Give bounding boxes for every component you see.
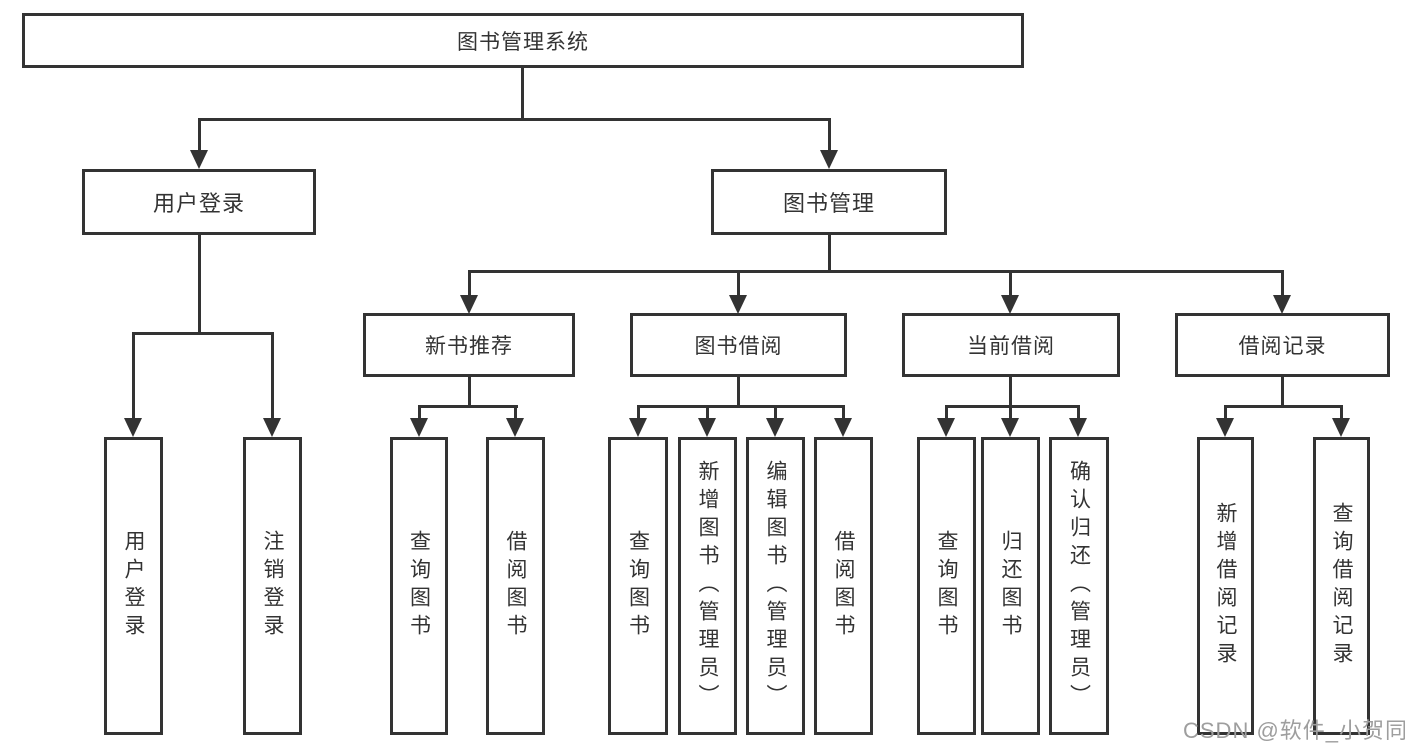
leaf-query-books-current: 查询图书: [917, 437, 976, 735]
node-user-login: 用户登录: [82, 169, 316, 235]
leaf-label: 确认归还（管理员）: [1067, 460, 1091, 712]
node-book-management: 图书管理: [711, 169, 947, 235]
arrow-down-icon: [190, 150, 208, 169]
arrow-down-icon: [1332, 418, 1350, 437]
watermark: CSDN @软件_小贺同学: [1183, 718, 1405, 743]
connector-line: [1009, 405, 1012, 420]
connector-line: [828, 235, 831, 273]
node-book-borrowing: 图书借阅: [630, 313, 847, 377]
arrow-down-icon: [1216, 418, 1234, 437]
connector-line: [521, 68, 524, 121]
arrow-down-icon: [729, 295, 747, 314]
leaf-user-login: 用户登录: [104, 437, 163, 735]
connector-line: [418, 405, 421, 420]
leaf-add-borrow-record: 新增借阅记录: [1197, 437, 1254, 735]
connector-line: [198, 118, 201, 152]
connector-line: [706, 405, 709, 420]
leaf-label: 查询图书: [626, 530, 650, 642]
connector-line: [637, 405, 845, 408]
leaf-return-book: 归还图书: [981, 437, 1040, 735]
leaf-label: 借阅图书: [504, 530, 527, 642]
connector-line: [468, 377, 471, 408]
leaf-query-borrow-record: 查询借阅记录: [1313, 437, 1370, 735]
node-label: 用户登录: [152, 191, 245, 216]
node-root-library-management-system: 图书管理系统: [22, 13, 1024, 68]
leaf-logout: 注销登录: [243, 437, 302, 735]
leaf-label: 查询图书: [935, 530, 958, 642]
arrow-down-icon: [1069, 418, 1087, 437]
connector-line: [1009, 377, 1012, 408]
leaf-add-book-admin: 新增图书（管理员）: [678, 437, 737, 735]
arrow-down-icon: [766, 418, 784, 437]
arrow-down-icon: [410, 418, 428, 437]
connector-line: [514, 405, 517, 420]
arrow-down-icon: [834, 418, 852, 437]
node-label: 图书管理系统: [457, 30, 589, 54]
leaf-label: 新增图书（管理员）: [696, 460, 719, 712]
leaf-borrow-books: 借阅图书: [814, 437, 873, 735]
connector-line: [1009, 270, 1012, 297]
connector-line: [1281, 270, 1284, 297]
node-label: 新书推荐: [425, 335, 513, 358]
leaf-label: 查询图书: [407, 530, 431, 642]
connector-line: [945, 405, 1080, 408]
leaf-borrow-books-recommend: 借阅图书: [486, 437, 545, 735]
connector-line: [198, 118, 831, 121]
node-new-book-recommend: 新书推荐: [363, 313, 575, 377]
node-label: 借阅记录: [1238, 335, 1327, 358]
node-current-borrowing: 当前借阅: [902, 313, 1120, 377]
arrow-down-icon: [629, 418, 647, 437]
connector-line: [468, 270, 471, 297]
leaf-label: 归还图书: [999, 530, 1022, 642]
connector-line: [132, 332, 274, 335]
connector-line: [271, 332, 274, 419]
arrow-down-icon: [1273, 295, 1291, 314]
leaf-label: 查询借阅记录: [1330, 502, 1353, 670]
leaf-query-books-recommend: 查询图书: [390, 437, 448, 735]
leaf-confirm-return-admin: 确认归还（管理员）: [1049, 437, 1109, 735]
node-label: 图书借阅: [694, 335, 783, 358]
connector-line: [737, 270, 740, 297]
connector-line: [132, 332, 135, 419]
leaf-label: 注销登录: [261, 530, 284, 642]
connector-line: [1281, 377, 1284, 408]
arrow-down-icon: [1001, 418, 1019, 437]
leaf-label: 编辑图书（管理员）: [764, 460, 787, 712]
connector-line: [774, 405, 777, 420]
connector-line: [418, 405, 518, 408]
connector-line: [945, 405, 948, 420]
arrow-down-icon: [460, 295, 478, 314]
connector-line: [468, 270, 1284, 273]
node-borrowing-records: 借阅记录: [1175, 313, 1390, 377]
arrow-down-icon: [698, 418, 716, 437]
connector-line: [1224, 405, 1227, 420]
connector-line: [1340, 405, 1343, 420]
leaf-query-books-borrow: 查询图书: [608, 437, 668, 735]
leaf-label: 新增借阅记录: [1214, 502, 1237, 670]
arrow-down-icon: [937, 418, 955, 437]
arrow-down-icon: [506, 418, 524, 437]
leaf-label: 用户登录: [122, 530, 145, 642]
connector-line: [637, 405, 640, 420]
arrow-down-icon: [820, 150, 838, 169]
node-label: 当前借阅: [967, 335, 1055, 358]
arrow-down-icon: [1001, 295, 1019, 314]
arrow-down-icon: [263, 418, 281, 437]
connector-line: [198, 235, 201, 335]
connector-line: [842, 405, 845, 420]
leaf-edit-book-admin: 编辑图书（管理员）: [746, 437, 805, 735]
arrow-down-icon: [124, 418, 142, 437]
leaf-label: 借阅图书: [832, 530, 855, 642]
connector-line: [1077, 405, 1080, 420]
node-label: 图书管理: [782, 191, 875, 216]
connector-line: [1224, 405, 1343, 408]
connector-line: [828, 118, 831, 152]
connector-line: [737, 377, 740, 408]
